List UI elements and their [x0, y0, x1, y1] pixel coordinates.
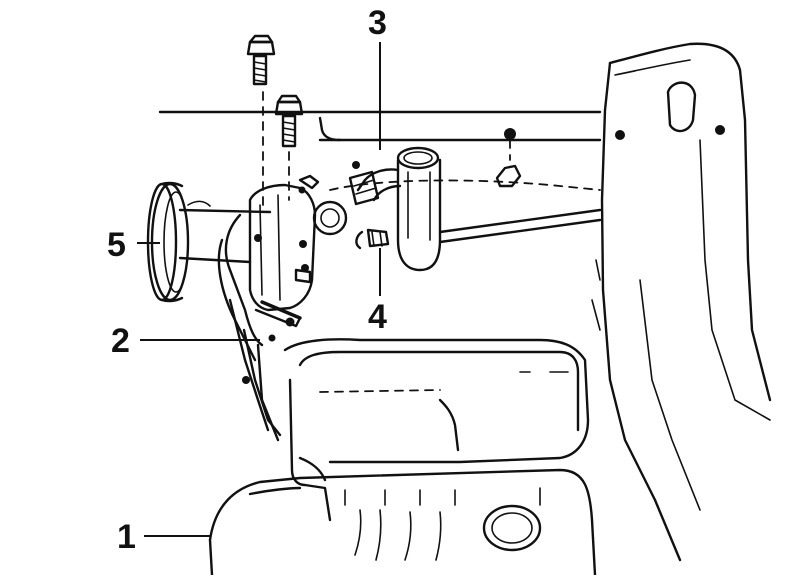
sump-drain-hole — [482, 504, 542, 552]
bolt-upper-right — [274, 94, 304, 201]
callout-2: 2 — [111, 322, 130, 360]
water-pump-pulley — [146, 181, 272, 303]
coolant-hose — [348, 146, 442, 272]
callout-5: 5 — [107, 226, 126, 264]
lower-crossmember — [208, 468, 597, 575]
callout-1: 1 — [117, 518, 136, 556]
callout-3: 3 — [368, 4, 387, 42]
callout-4: 4 — [368, 298, 387, 336]
body-panel — [591, 42, 772, 562]
panel-bolt-left — [615, 130, 625, 140]
hose-clip — [355, 228, 390, 250]
water-pump-body — [217, 174, 348, 442]
bolt-upper-left — [246, 34, 276, 206]
callout-leaders — [137, 42, 381, 537]
engine-block — [283, 338, 590, 522]
mounting-bolts — [246, 34, 304, 206]
mounting-tab — [495, 128, 522, 188]
panel-bolt-right — [715, 125, 725, 135]
